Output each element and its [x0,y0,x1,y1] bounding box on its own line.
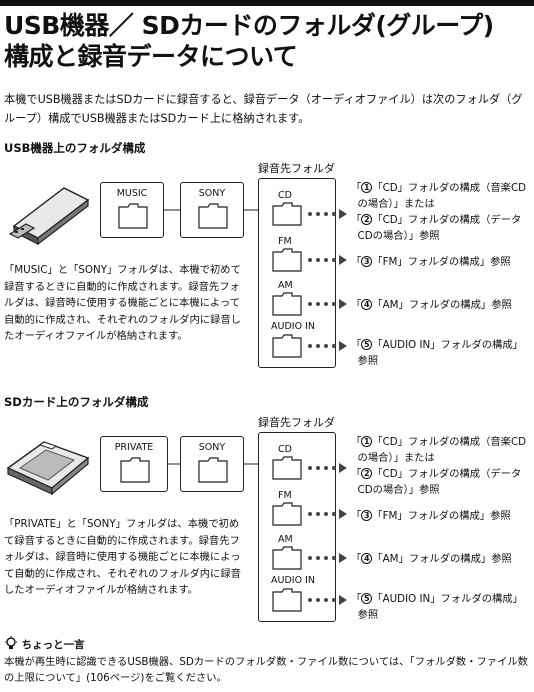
page-title-line1: USB機器／ SDカードのフォルダ(グループ) [4,11,494,40]
usb-folder-music-box: MUSIC [100,182,164,238]
sd-folder-private-box: PRIVATE [100,436,168,492]
usb-connector-lines [164,209,258,211]
circled-number-3: 3 [361,256,373,267]
arrow-right-icon [339,463,347,473]
usb-ref-am: 「4「AM」フォルダの構成」参照 [351,299,512,311]
folder-icon [198,203,228,229]
sd-section: SDカード上のフォルダ構成 録音先フォルダ PRIVATE SONY CD FM… [0,394,534,634]
circled-number-1: 1 [361,182,373,193]
arrow-right-icon [339,553,347,563]
sd-ref-am: 「4「AM」フォルダの構成」参照 [351,553,512,565]
sd-ref-fm: 「3「FM」フォルダの構成」参照 [351,510,511,522]
page-title: USB機器／ SDカードのフォルダ(グループ) 構成と録音データについて [4,10,530,72]
usb-ref-cd: 「1「CD」フォルダの構成（音楽CD の場合）」または 「2「CD」フォルダの構… [351,182,527,242]
usb-dest-am-label: AM [278,280,293,291]
folder-icon [198,457,228,483]
sd-dest-am-label: AM [278,534,293,545]
usb-ref-audioin: 「5「AUDIO IN」フォルダの構成」 参照 [351,339,523,367]
folder-icon [118,203,148,229]
folder-icon [272,292,302,316]
sd-dest-audioin-label: AUDIO IN [271,575,315,586]
top-rule [0,0,534,6]
usb-section: USB機器上のフォルダ構成 録音先フォルダ MUSIC SONY CD FM A… [0,140,534,380]
arrow-right-icon [339,509,347,519]
sd-section-heading: SDカード上のフォルダ構成 [4,395,149,409]
folder-icon [272,248,302,272]
usb-ref-fm: 「3「FM」フォルダの構成」参照 [351,256,511,268]
circled-number-4: 4 [361,553,373,564]
tip-heading: ちょっと一言 [4,636,530,654]
circled-number-5: 5 [361,593,373,604]
tip-text: 本機が再生時に認識できるUSB機器、SDカードのフォルダ数・ファイル数については… [4,656,528,684]
lightbulb-icon [5,636,17,649]
arrow-right-icon [339,595,347,605]
folder-icon [272,502,302,526]
sd-folder-sony-label: SONY [198,442,226,453]
usb-dest-audioin-label: AUDIO IN [271,321,315,332]
usb-folder-music-label: MUSIC [116,188,148,199]
usb-dest-label: 録音先フォルダ [258,162,335,175]
sd-folder-private-label: PRIVATE [114,442,154,453]
folder-icon [272,456,302,480]
circled-number-4: 4 [361,299,373,310]
circled-number-2: 2 [361,468,373,479]
usb-dest-cd-label: CD [278,190,292,201]
circled-number-5: 5 [361,339,373,350]
arrow-right-icon [339,341,347,351]
sd-dest-fm-label: FM [278,490,292,501]
intro-paragraph: 本機でUSB機器またはSDカードに録音すると、録音データ（オーディオファイル）は… [4,93,523,125]
usb-section-heading: USB機器上のフォルダ構成 [4,141,146,155]
tip-box: ちょっと一言 本機が再生時に認識できるUSB機器、SDカードのフォルダ数・ファイ… [4,636,530,686]
arrow-right-icon [339,299,347,309]
arrow-right-icon [339,255,347,265]
usb-folder-sony-label: SONY [198,188,226,199]
sd-folder-sony-box: SONY [180,436,244,492]
tip-heading-text: ちょっと一言 [21,639,85,651]
sd-card-icon [6,441,90,496]
page-title-line2: 構成と録音データについて [4,42,298,71]
folder-icon [272,588,302,612]
arrow-right-icon [339,209,347,219]
folder-icon [120,457,150,483]
circled-number-3: 3 [361,510,373,521]
folder-icon [272,546,302,570]
usb-stick-icon [8,187,90,246]
sd-dest-label: 録音先フォルダ [258,416,335,429]
sd-description: 「PRIVATE」と「SONY」フォルダは、本機で初めて録音するときに自動的に作… [4,518,241,596]
folder-icon [272,334,302,358]
sd-ref-cd: 「1「CD」フォルダの構成（音楽CD の場合）」または 「2「CD」フォルダの構… [351,436,527,496]
usb-description: 「MUSIC」と「SONY」フォルダは、本機で初めて録音するときに自動的に作成さ… [4,264,241,342]
circled-number-2: 2 [361,214,373,225]
usb-folder-sony-box: SONY [180,182,244,238]
sd-ref-audioin: 「5「AUDIO IN」フォルダの構成」 参照 [351,593,523,621]
sd-connector-lines [168,463,258,465]
folder-icon [272,202,302,226]
circled-number-1: 1 [361,436,373,447]
sd-dest-cd-label: CD [278,444,292,455]
usb-dest-fm-label: FM [278,236,292,247]
